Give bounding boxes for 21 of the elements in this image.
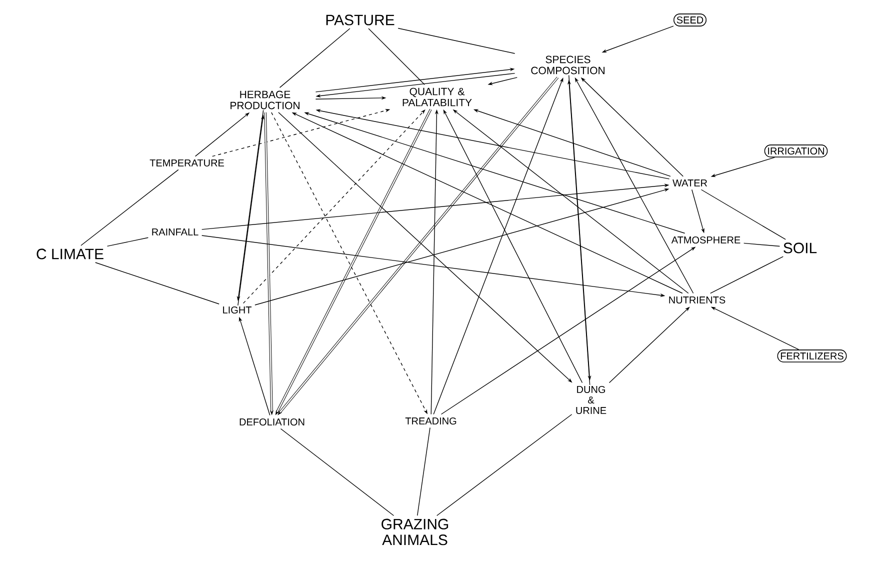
arrow <box>278 76 559 415</box>
factor-label: NUTRIENTS <box>669 296 726 304</box>
input-box: FERTILIZERS <box>777 350 847 362</box>
factor-label: TREADING <box>405 417 456 425</box>
heading-label: SOIL <box>784 242 817 254</box>
input-box: IRRIGATION <box>764 144 828 158</box>
factor-label: HERBAGE PRODUCTION <box>230 90 300 110</box>
factor-label: RAINFALL <box>152 228 198 236</box>
heading-label: PASTURE <box>326 14 394 26</box>
factor-label: SPECIES COMPOSITION <box>531 56 604 74</box>
factor-label: TEMPERATURE <box>150 160 224 166</box>
factor-label: DEFOLIATION <box>240 418 304 426</box>
factor-label: ATMOSPHERE <box>671 236 740 244</box>
arrow <box>264 112 274 415</box>
factor-label: LIGHT <box>223 306 252 314</box>
factor-label: QUALITY & PALATABILITY <box>402 88 472 106</box>
heading-label: C LIMATE <box>36 248 104 260</box>
factor-label: DUNG & URINE <box>576 386 606 414</box>
input-box: SEED <box>673 14 707 26</box>
heading-label: GRAZING ANIMALS <box>382 518 448 546</box>
factor-label: WATER <box>672 180 708 186</box>
